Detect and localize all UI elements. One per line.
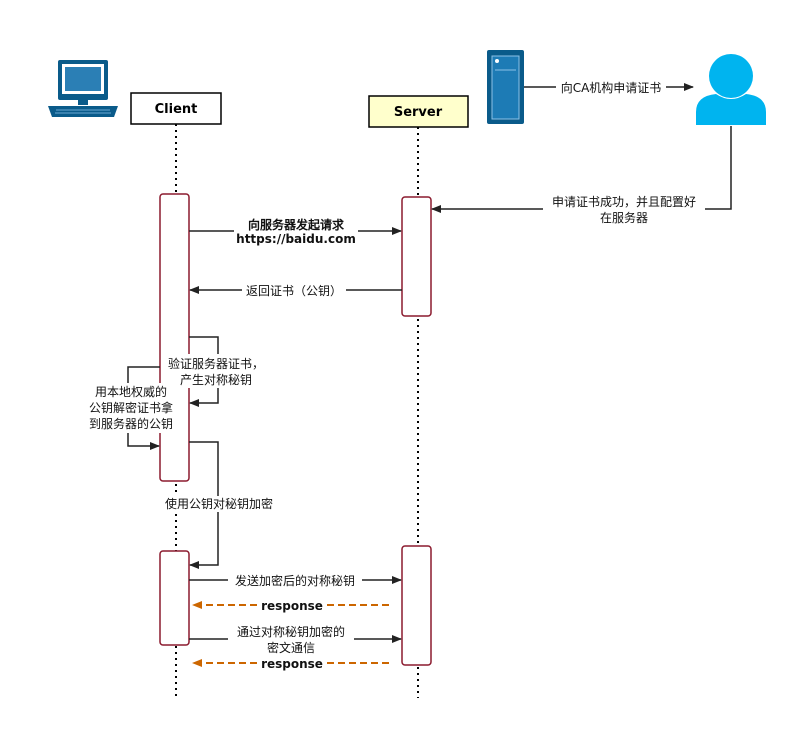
server-label: Server [394, 105, 443, 120]
encrypt-label: 使用公钥对秘钥加密 [165, 496, 273, 511]
client-actor: Client [130, 92, 222, 125]
request-label-line1: 向服务器发起请求 [248, 217, 345, 232]
response-label-2: response [261, 657, 323, 671]
authority-label-line1: 用本地权威的 [95, 384, 167, 399]
return-cert-label: 返回证书（公钥） [246, 284, 342, 298]
client-label: Client [155, 102, 198, 117]
server-activation-2 [401, 545, 432, 666]
server-rack-icon [487, 50, 524, 124]
client-activation-2 [159, 550, 190, 646]
client-activation-1 [159, 193, 190, 482]
ca-success-label-line2: 在服务器 [600, 210, 648, 225]
verify-label-line2: 产生对称秘钥 [180, 373, 252, 387]
request-label-line2: https://baidu.com [236, 232, 356, 246]
user-icon [696, 54, 766, 125]
comm-label-line1: 通过对称秘钥加密的 [237, 624, 345, 639]
ca-success-arrow [431, 126, 732, 213]
response-label-1: response [261, 599, 323, 613]
verify-label-line1: 验证服务器证书， [168, 356, 264, 371]
ca-request-label: 向CA机构申请证书 [561, 80, 662, 95]
server-activation-1 [401, 196, 432, 317]
server-actor: Server [368, 95, 469, 128]
comm-label-line2: 密文通信 [267, 640, 315, 655]
computer-icon [48, 60, 118, 117]
authority-label-line3: 到服务器的公钥 [89, 416, 173, 431]
ca-success-label-line1: 申请证书成功，并且配置好 [552, 195, 696, 209]
send-key-label: 发送加密后的对称秘钥 [235, 573, 355, 588]
authority-label-line2: 公钥解密证书拿 [89, 400, 173, 415]
